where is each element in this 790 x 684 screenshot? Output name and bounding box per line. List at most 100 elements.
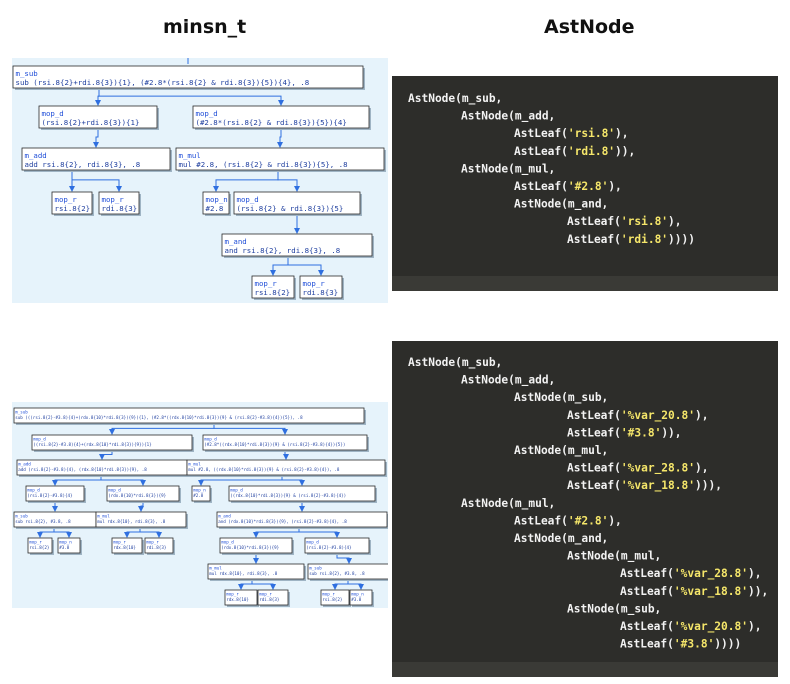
node-box: [31, 434, 193, 451]
graph-node[interactable]: mop_d(#2.8*((rdx.8{10}*rdi.8{3}){9} & (r…: [202, 434, 369, 452]
node-opcode: mop_d: [230, 487, 243, 492]
code-token: ))),: [695, 479, 722, 492]
code-string: 'rsi.8': [621, 215, 668, 228]
node-opcode: m_sub: [15, 513, 28, 518]
graph-node[interactable]: mop_n#3.8: [57, 537, 82, 555]
code-token: AstLeaf(: [620, 620, 674, 633]
node-opcode: mop_r: [259, 591, 272, 596]
graph-edge: [336, 553, 352, 564]
code-token: ),: [695, 462, 708, 475]
top-code-block: AstNode(m_sub,AstNode(m_add,AstLeaf('rsi…: [408, 92, 695, 246]
bottom-code-panel: AstNode(m_sub,AstNode(m_add,AstNode(m_su…: [392, 341, 778, 677]
code-token: AstLeaf(: [514, 514, 568, 527]
node-opcode: mop_d: [42, 109, 64, 118]
code-line: AstLeaf('%var_28.8'),: [620, 567, 761, 580]
node-operands: rdx.8{10}: [113, 545, 136, 550]
node-opcode: mop_r: [322, 591, 335, 596]
code-line: AstLeaf('rsi.8'),: [514, 127, 629, 140]
node-box: [38, 105, 158, 129]
graph-edge: [251, 579, 276, 590]
graph-edge: [53, 527, 72, 538]
graph-edge: [213, 170, 279, 192]
graph-node[interactable]: mop_d(rdx.8{10}*rdi.8{3}){9}: [219, 537, 294, 555]
code-line: AstNode(m_sub,: [408, 92, 502, 105]
code-token: AstNode(m_mul,: [461, 497, 555, 510]
code-string: '%var_20.8': [674, 620, 748, 633]
code-line: AstNode(m_mul,: [461, 162, 555, 175]
code-line: AstLeaf('%var_28.8'),: [567, 462, 708, 475]
graph-node[interactable]: mop_d(rsi.8{2} & rdi.8{3}){5}: [233, 191, 362, 216]
code-token: AstLeaf(: [514, 145, 568, 158]
node-operands: rdi.8{3}: [303, 288, 339, 297]
code-token: AstNode(m_add,: [461, 110, 555, 123]
graph-node[interactable]: mop_n#2.8: [202, 191, 231, 216]
code-token: AstLeaf(: [620, 638, 674, 651]
node-box: [191, 485, 211, 502]
graph-node[interactable]: mop_n#3.8: [349, 589, 374, 607]
node-opcode: m_mul: [179, 151, 201, 160]
node-box: [57, 537, 81, 554]
node-opcode: mop_d: [27, 487, 40, 492]
code-line: AstNode(m_add,: [461, 374, 555, 387]
graph-node[interactable]: mop_d(#2.8*(rsi.8{2} & rdi.8{3}){5}){4}: [192, 105, 371, 130]
node-box: [349, 589, 373, 606]
graph-node[interactable]: mop_d(rsi.8{2}-#3.8){4}: [25, 485, 86, 503]
node-opcode: mop_n: [206, 195, 228, 204]
node-opcode: m_and: [218, 513, 231, 518]
code-string: '#3.8': [674, 638, 714, 651]
code-line: AstLeaf('%var_18.8')),: [620, 585, 768, 598]
code-line: AstNode(m_mul,: [461, 497, 555, 510]
code-string: '%var_18.8': [674, 585, 748, 598]
graph-edge: [98, 88, 284, 106]
code-token: AstNode(m_and,: [514, 532, 608, 545]
code-token: AstLeaf(: [514, 180, 568, 193]
node-operands: (rsi.8{2} & rdi.8{3}){5}: [237, 204, 344, 213]
node-box: [299, 275, 343, 299]
graph-node[interactable]: mop_d(rsi.8{2}-#3.8){4}: [304, 537, 371, 555]
code-line: AstLeaf('rsi.8'),: [567, 215, 682, 228]
graph-node[interactable]: mop_d((rsi.8{2}-#3.8){4}+(rdx.8{10}*rdi.…: [31, 434, 194, 452]
node-operands: (rsi.8{2}-#3.8){4}: [27, 493, 73, 498]
node-box: [106, 485, 180, 502]
graph-edge: [277, 128, 283, 148]
graph-node[interactable]: mop_d((rdx.8{10}*rdi.8{3}){9} & (rsi.8{2…: [228, 485, 377, 503]
code-token: AstLeaf(: [567, 426, 621, 439]
node-operands: #3.8: [351, 597, 362, 602]
graph-edge: [100, 475, 146, 486]
code-line: AstLeaf('%var_20.8'),: [620, 620, 761, 633]
graph-node[interactable]: mop_d(rsi.8{2}+rdi.8{3}){1}: [38, 105, 159, 130]
top-code-panel: AstNode(m_sub,AstNode(m_add,AstLeaf('rsi…: [392, 76, 778, 291]
code-token: AstLeaf(: [567, 409, 621, 422]
node-opcode: m_and: [225, 237, 247, 246]
node-operands: (rdx.8{10}*rdi.8{3}){9}: [108, 493, 166, 498]
graph-edge: [281, 475, 305, 486]
node-box: [251, 275, 295, 299]
code-token: ),: [615, 127, 628, 140]
graph-node[interactable]: mop_d(rdx.8{10}*rdi.8{3}){9}: [106, 485, 181, 503]
graph-node[interactable]: mop_n#2.8: [191, 485, 212, 503]
